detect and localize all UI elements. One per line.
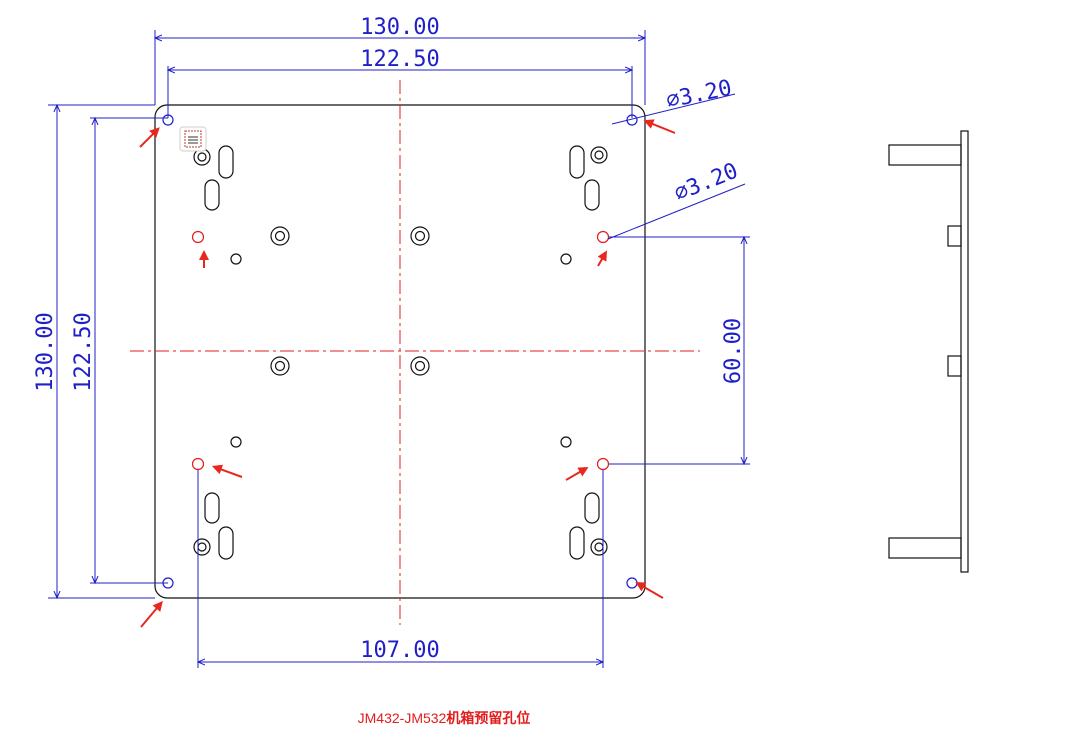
arrow-reserved-lower-left xyxy=(211,464,243,478)
dim-bottom: 107.00 xyxy=(360,638,439,663)
dim-top-outer: 130.00 xyxy=(360,15,439,40)
small-hole xyxy=(560,436,572,448)
caption: JM432-JM532机箱预留孔位 xyxy=(358,710,531,726)
small-hole xyxy=(230,436,242,448)
front-view xyxy=(130,80,700,625)
dimension-lines xyxy=(48,30,750,668)
dim-hole-diameter-top: ⌀3.20 xyxy=(664,76,734,114)
reserved-hole-upper-left xyxy=(191,230,205,244)
small-hole xyxy=(230,253,242,265)
dim-top-inner: 122.50 xyxy=(360,47,439,72)
dim-left-inner: 122.50 xyxy=(71,312,96,391)
caption-note: 机箱预留孔位 xyxy=(446,710,530,726)
pointer-arrows xyxy=(139,119,676,628)
arrow-bottom-right xyxy=(635,582,664,599)
reserved-hole-lower-left xyxy=(191,457,205,471)
arrow-top-right xyxy=(643,119,676,134)
slot-group xyxy=(204,145,600,560)
dim-left-outer: 130.00 xyxy=(33,312,58,391)
dim-right-vertical: 60.00 xyxy=(721,318,746,384)
side-view xyxy=(888,130,969,573)
standoff-group xyxy=(193,146,608,556)
arrow-top-left xyxy=(139,127,160,148)
arrow-reserved-upper-right xyxy=(597,250,607,267)
arrow-reserved-upper-left xyxy=(199,250,209,268)
small-hole xyxy=(560,253,572,265)
reserved-hole-lower-right xyxy=(596,457,610,471)
reserved-hole-upper-right xyxy=(596,230,610,244)
corner-hole-bottom-right xyxy=(626,577,638,589)
arrow-reserved-lower-right xyxy=(565,467,589,481)
caption-model: JM432-JM532 xyxy=(358,710,447,726)
selection-frame-icon[interactable] xyxy=(179,126,207,152)
arrow-bottom-left xyxy=(140,600,163,628)
